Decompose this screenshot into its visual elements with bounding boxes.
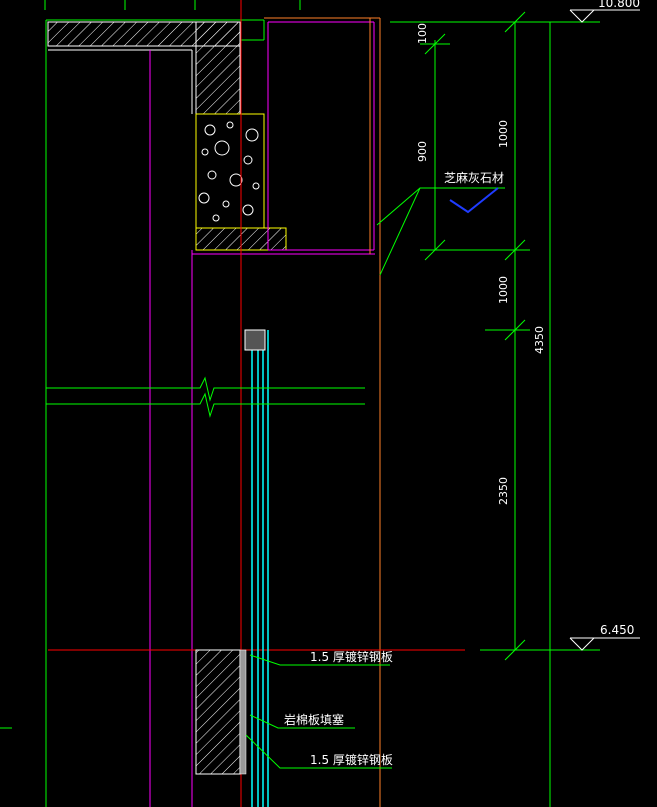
note-rockwool: 岩棉板填塞 — [284, 712, 344, 727]
elevation-marker-top — [569, 9, 640, 23]
note-stone: 芝麻灰石材 — [444, 170, 504, 185]
section-mark-icon — [449, 187, 499, 214]
elevation-marker-bottom — [569, 637, 640, 651]
glass-top-cap — [244, 329, 266, 351]
leader-lines — [245, 187, 505, 769]
dim-2350: 2350 — [497, 477, 510, 505]
note-steel-top: 1.5 厚镀锌钢板 — [310, 650, 393, 664]
wall-outline — [45, 19, 265, 807]
dim-total: 4350 — [533, 326, 546, 354]
dim-900: 900 — [416, 141, 429, 162]
curtain-wall-glass — [251, 330, 269, 807]
top-ticks — [44, 0, 301, 10]
magenta-lines — [149, 21, 375, 807]
bottom-wall-hatch — [195, 649, 247, 775]
break-lines — [46, 376, 365, 418]
stone-cladding — [264, 17, 381, 807]
dim-100: 100 — [416, 23, 429, 44]
dim-1000-top: 1000 — [497, 120, 510, 148]
elevation-top-label: 10.800 — [598, 0, 640, 10]
concrete-slab-hatch — [47, 21, 241, 115]
note-steel-bottom: 1.5 厚镀锌钢板 — [310, 753, 393, 767]
elevation-bottom-label: 6.450 — [600, 623, 634, 637]
dimension-lines — [0, 11, 600, 807]
dim-1000-mid: 1000 — [497, 276, 510, 304]
